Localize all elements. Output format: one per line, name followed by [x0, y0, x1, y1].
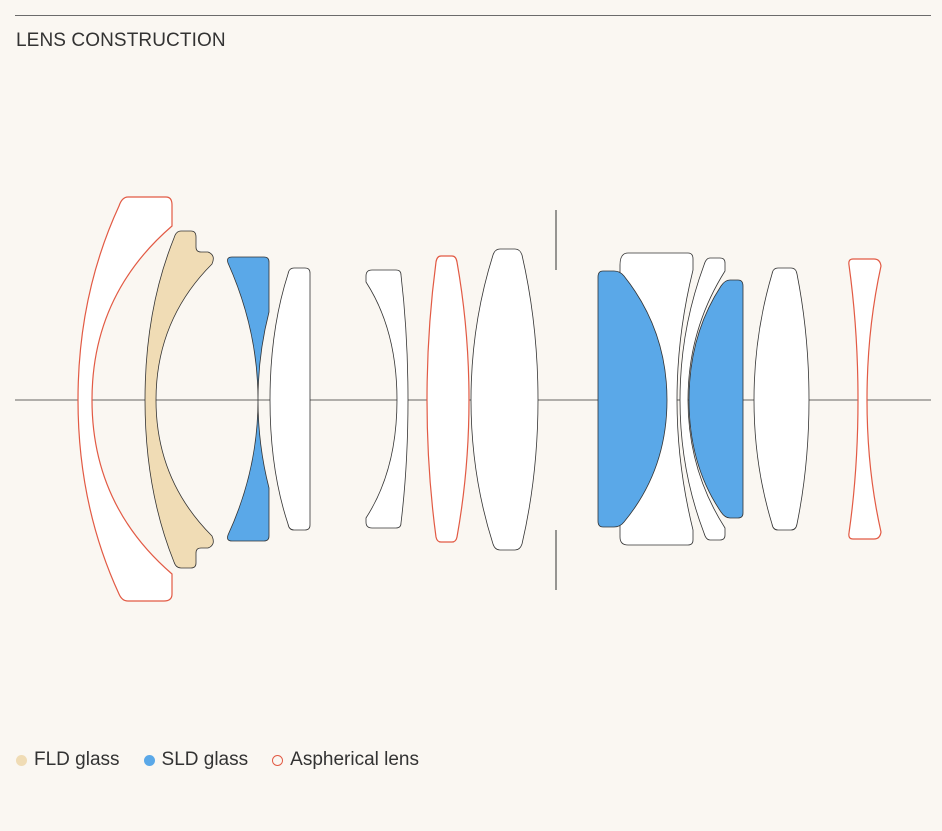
lens-element-11-sld	[688, 279, 744, 519]
legend: FLD glass SLD glass Aspherical lens	[16, 749, 419, 771]
lens-element-7	[470, 248, 539, 551]
aspherical-swatch-icon	[272, 754, 284, 766]
legend-item-fld: FLD glass	[16, 749, 120, 771]
legend-label-aspherical: Aspherical lens	[290, 749, 419, 770]
lens-element-4	[269, 267, 311, 531]
section-title: LENS CONSTRUCTION	[16, 30, 226, 51]
fld-swatch-icon	[16, 754, 27, 766]
lens-element-2-fld	[144, 230, 214, 569]
lens-element-1-aspherical	[77, 196, 173, 602]
lens-element-8-sld	[597, 270, 668, 528]
lens-element-6-aspherical	[426, 255, 470, 543]
top-divider	[15, 15, 931, 16]
lens-element-3-sld	[227, 256, 270, 542]
legend-item-aspherical: Aspherical lens	[272, 749, 419, 771]
sld-swatch-icon	[143, 754, 155, 766]
lens-element-5	[365, 269, 409, 529]
legend-label-fld: FLD glass	[34, 749, 120, 770]
lens-element-12	[753, 267, 810, 531]
legend-item-sld: SLD glass	[143, 749, 249, 771]
lens-element-10	[679, 257, 726, 541]
legend-label-sld: SLD glass	[161, 749, 249, 770]
lens-element-13-aspherical	[848, 258, 882, 540]
